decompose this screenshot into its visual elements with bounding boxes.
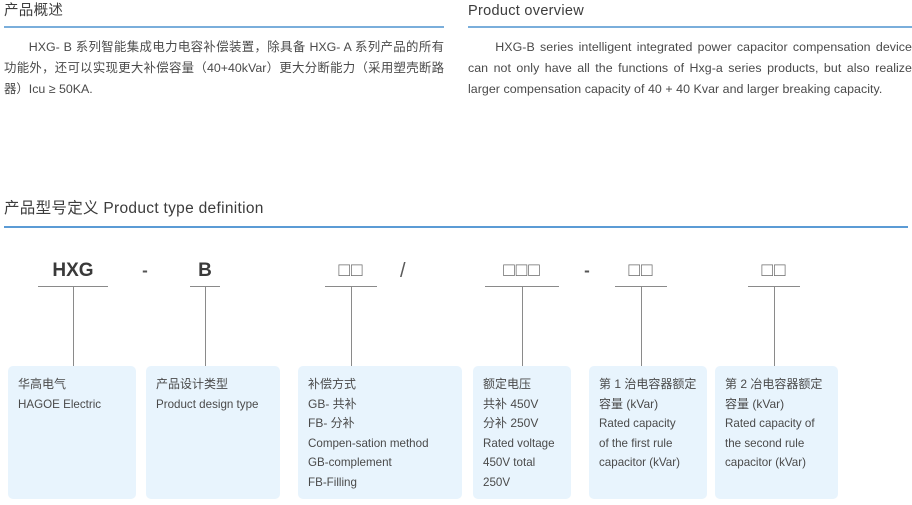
card-compensation-line-cn-1: GB- 共补 [308,396,357,411]
card-voltage-line-en-2: 250V [483,475,511,489]
card-brand-line-cn-0: 华高电气 [18,377,67,391]
card-first-capacitor: 第 1 治电容器额定 容量 (kVar) Rated capacity of t… [589,366,707,499]
card-voltage-line-cn-0: 额定电压 [483,377,532,391]
type-definition-rule [4,226,908,228]
card-brand: 华高电气 HAGOE Electric [8,366,136,499]
card-first-capacitor-line-en-0: Rated capacity [599,417,676,430]
card-first-capacitor-line-en-1: of the first rule [599,436,673,450]
card-voltage-line-cn-2: 分补 250V [483,416,539,430]
card-first-capacitor-line-cn-1: 容量 (kVar) [599,396,659,411]
card-compensation-line-cn-0: 补偿方式 [308,377,357,391]
card-voltage-line-cn-1: 共补 450V [483,396,539,411]
card-design-type: 产品设计类型 Product design type [146,366,280,499]
code-placeholder-second-capacitor: □□ [761,260,787,281]
overview-title-en: Product overview [468,3,585,19]
card-voltage-line-en-1: 450V total [483,456,536,469]
type-definition-title: 产品型号定义 Product type definition [4,200,264,217]
code-placeholder-first-capacitor: □□ [628,260,654,281]
code-placeholder-voltage: □□□ [503,260,541,281]
code-segment-b: B [198,260,212,281]
card-compensation-line-cn-2: FB- 分补 [308,416,355,430]
card-compensation-line-en-2: FB-Filling [308,475,357,489]
overview-title-cn: 产品概述 [4,3,64,19]
overview-paragraph-en: HXG-B series intelligent integrated powe… [468,40,912,96]
code-placeholder-compensation: □□ [338,260,364,281]
card-compensation-line-en-1: GB-complement [308,456,392,469]
card-first-capacitor-line-en-2: capacitor (kVar) [599,456,680,469]
model-code-row: HXG - B □□ / □□□ - □□ □□ [0,258,912,388]
card-second-capacitor-line-cn-0: 第 2 冶电容器额定 [725,377,823,391]
card-design-type-line-en-0: Product design type [156,397,259,411]
code-separator-dash-1: - [142,261,148,280]
product-overview-section: 产品概述 HXG- B 系列智能集成电力电容补偿装置，除具备 HXG- A 系列… [0,0,912,170]
type-definition-header: 产品型号定义 Product type definition [4,200,908,237]
card-second-capacitor-line-en-1: the second rule [725,436,805,450]
code-separator-dash-2: - [584,261,590,280]
type-definition-cards: 华高电气 HAGOE Electric 产品设计类型 Product desig… [0,366,912,501]
overview-title-rule-en [468,26,912,28]
card-design-type-line-cn-0: 产品设计类型 [156,377,229,391]
card-voltage-line-en-0: Rated voltage [483,436,555,450]
overview-column-chinese: 产品概述 HXG- B 系列智能集成电力电容补偿装置，除具备 HXG- A 系列… [4,2,444,100]
code-separator-slash: / [400,260,406,282]
card-first-capacitor-line-cn-0: 第 1 治电容器额定 [599,377,697,391]
code-segment-hxg: HXG [52,260,94,281]
card-second-capacitor: 第 2 冶电容器额定 容量 (kVar) Rated capacity of t… [715,366,838,499]
card-second-capacitor-line-en-0: Rated capacity of [725,417,815,430]
overview-title-rule-cn [4,26,444,28]
card-compensation-line-en-0: Compen-sation method [308,436,429,450]
card-rated-voltage: 额定电压 共补 450V 分补 250V Rated voltage 450V … [473,366,571,499]
card-brand-line-en-0: HAGOE Electric [18,397,102,411]
overview-column-english: Product overview HXG-B series intelligen… [468,2,912,100]
overview-paragraph-cn: HXG- B 系列智能集成电力电容补偿装置，除具备 HXG- A 系列产品的所有… [4,40,444,96]
card-second-capacitor-line-en-2: capacitor (kVar) [725,456,806,469]
card-second-capacitor-line-cn-1: 容量 (kVar) [725,396,785,411]
card-compensation-method: 补偿方式 GB- 共补 FB- 分补 Compen-sation method … [298,366,462,499]
